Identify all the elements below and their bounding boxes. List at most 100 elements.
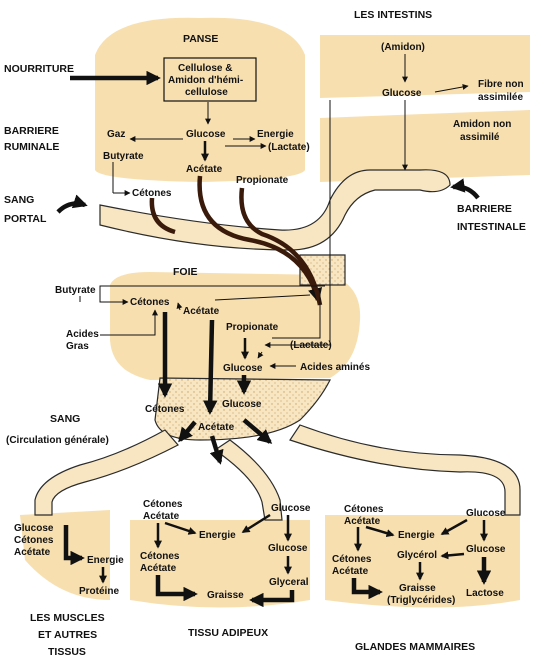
acides-gras-to-cetones: [100, 309, 158, 336]
cellulose-line1: Cellulose &: [178, 63, 232, 74]
muscles-to-energie: [63, 525, 85, 566]
muscles-title-3: TISSUS: [48, 646, 86, 658]
adipeux-glucose: Glucose: [271, 503, 311, 514]
foie-lactate: (Lactate): [290, 340, 332, 351]
panse-acetate: Acétate: [186, 164, 223, 175]
muscles-title-1: LES MUSCLES: [30, 612, 105, 624]
adipeux-graisse: Graisse: [207, 590, 244, 601]
muscles-energie: Energie: [87, 555, 124, 566]
muscles-cetones: Cétones: [14, 535, 54, 546]
sang-acetate-down: [209, 435, 224, 465]
adipeux-acetate2: Acétate: [140, 563, 177, 574]
intestins-glucose: Glucose: [382, 88, 422, 99]
glandes-mammaires-title: GLANDES MAMMAIRES: [355, 641, 475, 653]
intestins-fibre-2: assimilée: [478, 92, 523, 103]
adipeux-cetones2: Cétones: [140, 551, 180, 562]
sang-acetate: Acétate: [198, 422, 235, 433]
panse-butyrate: Butyrate: [103, 151, 144, 162]
mamm-glycerol: Glycérol: [397, 550, 437, 561]
muscles-glucose: Glucose: [14, 523, 54, 534]
glucose-to-fibre-arrow: [434, 84, 469, 93]
portal-to-butyrate-line: [99, 285, 325, 305]
circulation-title: (Circulation générale): [6, 435, 109, 446]
foie-acetate-to-cetones-arrow: [176, 302, 183, 311]
mamm-acetate: Acétate: [344, 516, 381, 527]
glyceral-to-graisse: [249, 590, 295, 608]
circulation-to-muscles: [34, 429, 179, 516]
mamm-cetones2: Cétones: [332, 554, 372, 565]
circulation-to-adipose: [213, 439, 283, 521]
adipeux-glucose2: Glucose: [268, 543, 308, 554]
mamm-graisse-2: (Triglycérides): [387, 595, 455, 606]
sang-cetones-down: [178, 420, 197, 443]
tissu-adipeux-title: TISSU ADIPEUX: [188, 627, 268, 639]
barriere-ruminale-2: RUMINALE: [4, 141, 59, 153]
intestine-organ-lower: [320, 110, 530, 182]
liver-organ: [110, 272, 361, 380]
sang-portal-1: SANG: [4, 194, 34, 206]
adipeux-to-energie: [164, 521, 197, 535]
adipeux-glyceral: Glyceral: [269, 577, 309, 588]
intestins-title: LES INTESTINS: [354, 9, 432, 21]
cellulose-line3: cellulose: [185, 87, 228, 98]
sang-title: SANG: [50, 413, 80, 425]
mamm-to-graisse: [351, 578, 383, 600]
foie-acetate: Acétate: [183, 306, 220, 317]
intestins-fibre-1: Fibre non: [478, 79, 524, 90]
mamm-cetones: Cétones: [344, 504, 384, 515]
adipose-organ: [130, 520, 310, 608]
sang-cetones: Cétones: [145, 404, 185, 415]
lactate-to-glucose-arrow: [257, 351, 264, 359]
panse-glucose: Glucose: [186, 129, 226, 140]
adipeux-to-graisse: [155, 575, 198, 602]
acetate-out-arrow: [203, 319, 218, 415]
intestins-amidon-na-2: assimilé: [460, 132, 500, 143]
cellulose-line2: Amidon d'hémi-: [168, 75, 243, 86]
acetate-line: [214, 294, 311, 301]
mamm-lactose: Lactose: [466, 588, 504, 599]
lactate-line: [272, 290, 321, 339]
adipeux-acetate: Acétate: [143, 511, 180, 522]
foie-propionate: Propionate: [226, 322, 279, 333]
adipeux-glucose-to-energie: [241, 513, 271, 534]
foie-acides-gras-2: Gras: [66, 341, 89, 352]
muscles-acetate: Acétate: [14, 547, 51, 558]
adipeux-energie: Energie: [199, 530, 236, 541]
barriere-intestinale-arrow: [450, 178, 480, 200]
intestins-amidon-na-1: Amidon non: [453, 119, 511, 130]
adipeux-cetones: Cétones: [143, 499, 183, 510]
mammary-organ: [325, 515, 520, 608]
mamm-glucose2: Glucose: [466, 544, 506, 555]
intestins-amidon: (Amidon): [381, 42, 425, 53]
intestine-glucose-to-liver: [264, 100, 331, 348]
foie-acides-gras-1: Acides: [66, 329, 99, 340]
mamm-to-energie: [365, 525, 395, 538]
mamm-glucose-to-energie: [440, 518, 468, 536]
panse-lactate: (Lactate): [268, 142, 310, 153]
barriere-intestinale-1: BARRIERE: [457, 203, 512, 215]
sang-glucose: Glucose: [222, 399, 262, 410]
propionate-to-liver: [239, 187, 323, 306]
panse-energie: Energie: [257, 129, 294, 140]
cellulose-box: [163, 57, 257, 102]
panse-propionate: Propionate: [236, 175, 289, 186]
circulation-to-mammary: [289, 424, 521, 516]
panse-cetones: Cétones: [132, 188, 172, 199]
panse-title: PANSE: [183, 33, 218, 45]
sang-glucose-down: [242, 418, 273, 444]
glucose2-to-glycerol: [440, 551, 465, 560]
mamm-acetate2: Acétate: [332, 566, 369, 577]
mamm-glucose: Glucose: [466, 508, 506, 519]
foie-acides-amines: Acides aminés: [300, 362, 370, 373]
foie-title: FOIE: [173, 266, 198, 278]
sang-portal-2: PORTAL: [4, 213, 47, 225]
intestine-organ: [320, 35, 530, 98]
foie-cetones: Cétones: [130, 297, 170, 308]
panse-gaz: Gaz: [107, 129, 125, 140]
foie-butyrate: Butyrate: [55, 285, 96, 296]
cetones-to-portal: [149, 197, 176, 235]
foie-glucose: Glucose: [223, 363, 263, 374]
sang-portal-arrow: [56, 194, 88, 214]
nourriture-label: NOURRITURE: [4, 63, 74, 75]
